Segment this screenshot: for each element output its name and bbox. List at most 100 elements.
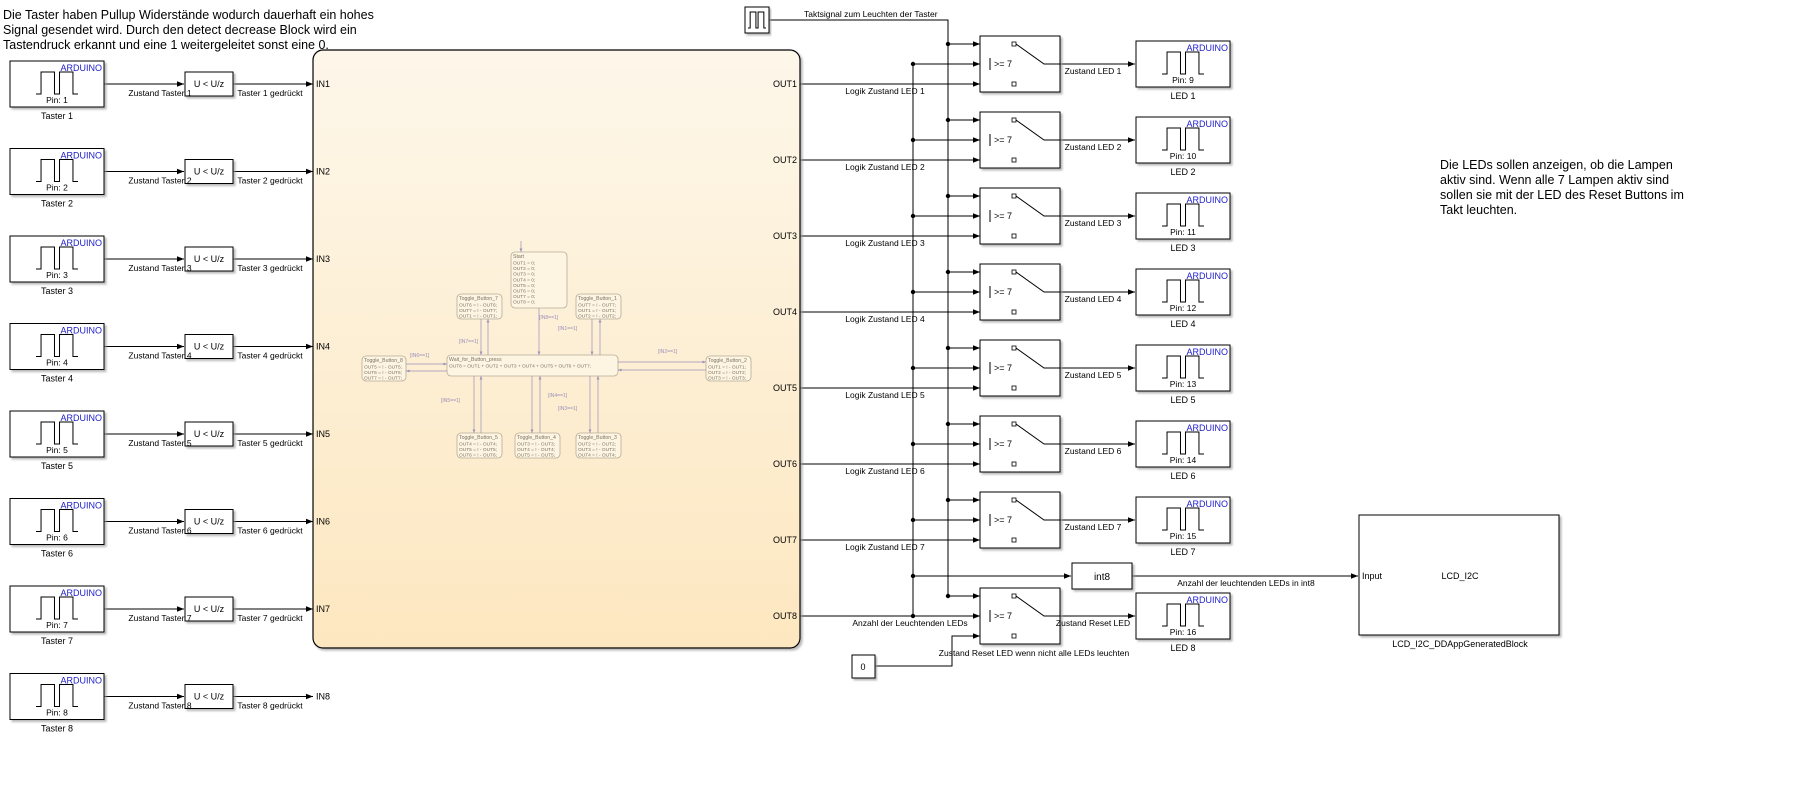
state-title: Toggle_Button_3 [578,435,617,441]
data-type-conversion-block[interactable] [1071,562,1133,590]
signal-label: Logik Zustand LED 4 [845,314,925,324]
compare-block[interactable] [184,596,234,622]
state-action: OUT3 = 0; [513,272,535,278]
compare-label: U < U/z [194,79,225,89]
pulse-icon [1162,603,1204,627]
arduino-label: ARDUINO [60,151,102,161]
led-sink-block[interactable] [1135,420,1231,468]
compare-block[interactable] [184,684,234,709]
note-line: Die Taster haben Pullup Widerstände wodu… [3,8,374,22]
switch-port [1011,233,1017,239]
arduino-label: ARDUINO [60,588,102,598]
state-action: OUT7 = ! - OUT7; [459,308,497,314]
pin-label: Pin: 1 [46,95,68,105]
signal-label: Zustand Taster 7 [128,613,191,623]
transition-guard: [IN8==1] [539,315,559,321]
signal-label: Zustand LED 6 [1065,446,1122,456]
chart-state[interactable] [456,293,503,320]
compare-block[interactable] [184,509,234,534]
pin-label: Pin: 2 [46,183,68,193]
signal-label: Taster 3 gedrückt [237,263,303,273]
arduino-label: ARDUINO [1186,271,1228,281]
led-sink-block[interactable] [1135,268,1231,316]
led-sink-block[interactable] [1135,592,1231,640]
state-action: OUT3 = ! - OUT3; [708,376,746,382]
state-title: Toggle_Button_1 [578,296,617,302]
switch-port [1011,269,1017,275]
state-action: OUT2 = ! - OUT2; [708,370,746,376]
button-source-block[interactable] [9,60,105,108]
arduino-label: ARDUINO [60,326,102,336]
chart-outport-label: OUT7 [773,535,797,545]
block-name: LED 5 [1170,395,1195,405]
clock-source-block[interactable] [744,6,770,34]
switch-port [1011,497,1017,503]
led-sink-block[interactable] [1135,496,1231,544]
chart-state[interactable] [705,355,752,382]
state-action: OUT5 = ! - OUT5; [517,453,555,459]
signal-label: Zustand LED 4 [1065,294,1122,304]
compare-label: U < U/z [194,167,225,177]
note-line: Signal gesendet wird. Durch den detect d… [3,23,357,37]
compare-block[interactable] [184,246,234,272]
switch-throw [1015,119,1060,141]
led-sink-block[interactable] [1135,344,1231,392]
chart-inport-label: IN8 [316,692,330,702]
button-source-block[interactable] [9,148,105,195]
signal-label: Zustand Taster 6 [128,526,191,536]
button-source-block[interactable] [9,410,105,458]
led-sink-block[interactable] [1135,40,1231,88]
chart-outport-label: OUT8 [773,611,797,621]
led-sink-block[interactable] [1135,116,1231,164]
chart-state[interactable] [456,432,503,459]
pin-label: Pin: 10 [1170,151,1197,161]
compare-block[interactable] [184,334,234,359]
chart-state[interactable] [514,432,561,459]
button-source-block[interactable] [9,498,105,545]
constant-block[interactable] [851,654,876,679]
state-action: OUT2 = 0; [513,266,535,272]
block-name: Taster 6 [41,549,73,559]
led-sink-block[interactable] [1135,192,1231,240]
block-name: LED 2 [1170,167,1195,177]
state-action: OUT8 = 0; [513,300,535,306]
button-source-block[interactable] [9,323,105,370]
state-action: OUT8 = OUT1 + OUT2 + OUT3 + OUT4 + OUT5 … [449,364,591,370]
button-source-block[interactable] [9,585,105,633]
pin-label: Pin: 15 [1170,531,1197,541]
chart-inport-label: IN2 [316,167,330,177]
block-name: LED 6 [1170,471,1195,481]
chart-inport-label: IN7 [316,604,330,614]
chart-block[interactable] [312,49,801,649]
arduino-label: ARDUINO [60,413,102,423]
button-source-block[interactable] [9,235,105,283]
switch-threshold-label: >= 7 [994,211,1012,221]
chart-inport-label: IN1 [316,79,330,89]
compare-block[interactable] [184,159,234,184]
note-line: Die LEDs sollen anzeigen, ob die Lampen [1440,158,1673,172]
state-action: OUT6 = ! - OUT6; [364,370,402,376]
button-source-block[interactable] [9,673,105,720]
state-action: OUT6 = ! - OUT6; [459,303,497,309]
chart-state[interactable] [446,354,619,377]
signal-label: Logik Zustand LED 7 [845,542,925,552]
lcd-block[interactable] [1358,514,1560,636]
chart-state[interactable] [575,293,622,320]
arduino-label: ARDUINO [60,676,102,686]
compare-block[interactable] [184,421,234,447]
state-action: OUT5 = ! - OUT5; [364,365,402,371]
signal-label: Taster 6 gedrückt [237,526,303,536]
constant-value: 0 [860,662,865,672]
chart-inport-label: IN6 [316,517,330,527]
chart-state[interactable] [361,355,407,382]
switch-threshold-label: >= 7 [994,611,1012,621]
pulse-icon [36,71,78,95]
chart-state[interactable] [575,432,622,459]
state-action: OUT1 = 0; [513,261,535,267]
signal-label: Zustand Taster 4 [128,351,191,361]
compare-block[interactable] [184,71,234,97]
signal-lines [104,19,1358,700]
switch-throw [1015,195,1060,217]
lcd-title: LCD_I2C [1441,571,1479,581]
